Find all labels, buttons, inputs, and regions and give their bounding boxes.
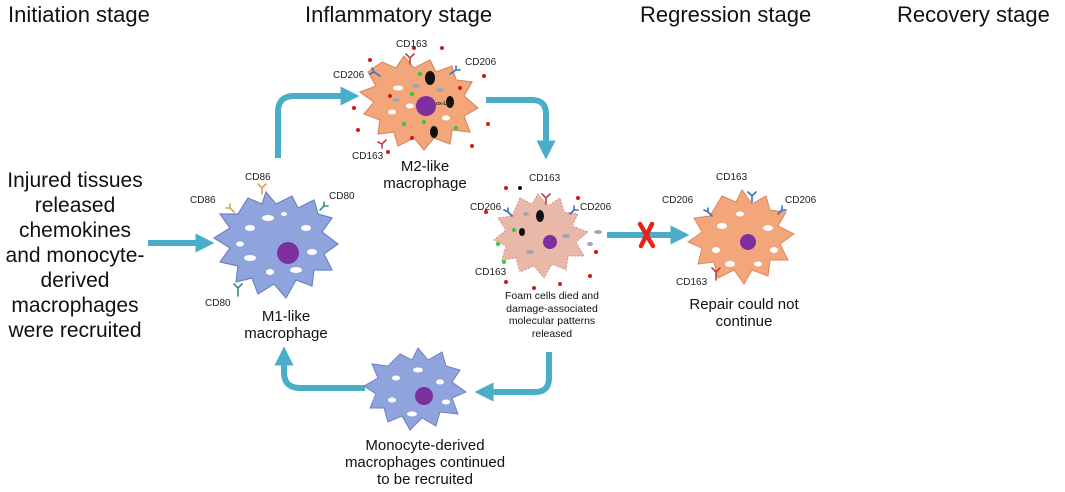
cd163-receptor-icon bbox=[377, 139, 387, 149]
cd86-receptor-icon bbox=[225, 203, 235, 213]
caption-line: Repair could not bbox=[689, 296, 799, 313]
intro-line: and monocyte- bbox=[5, 244, 145, 267]
caption-line: M2-like bbox=[400, 158, 450, 175]
nucleus bbox=[416, 96, 436, 116]
nucleus bbox=[277, 242, 299, 264]
foam-cell bbox=[484, 186, 602, 290]
foam-to-monocyte-arrow bbox=[474, 352, 552, 402]
cd163-receptor-icon bbox=[541, 193, 551, 205]
caption-line: to be recruited bbox=[377, 471, 473, 488]
m2-marker-label: CD163 bbox=[396, 39, 428, 50]
caption-line: molecular patterns bbox=[508, 315, 596, 327]
caption-line: Foam cells died and bbox=[505, 290, 599, 302]
stage-initiation-heading: Initiation stage bbox=[8, 2, 150, 27]
cd80-receptor-icon bbox=[233, 283, 243, 297]
m2-marker-label: CD206 bbox=[465, 57, 497, 68]
foam-marker-label: CD163 bbox=[529, 173, 561, 184]
m1-marker-label: CD80 bbox=[329, 191, 355, 202]
m1-macrophage-label: M1-like macrophage bbox=[216, 308, 356, 342]
monocyte-caption: Monocyte-derived macrophages continued t… bbox=[340, 437, 510, 488]
blocked-x-icon bbox=[637, 221, 656, 249]
m2-macrophage-label: M2-like macrophage bbox=[355, 158, 495, 192]
stage-regression-heading: Regression stage bbox=[640, 2, 812, 27]
stage-recovery-heading: Recovery stage bbox=[897, 2, 1050, 27]
recovery-cell-caption: Repair could not continue bbox=[664, 296, 824, 330]
cd86-receptor-icon bbox=[257, 183, 267, 195]
cd163-receptor-icon bbox=[405, 53, 415, 65]
recovery-marker-label: CD163 bbox=[716, 172, 748, 183]
foam-marker-label: CD206 bbox=[470, 202, 502, 213]
m2-marker-label: CD163 bbox=[352, 151, 384, 162]
m1-macrophage-cell bbox=[212, 190, 340, 300]
m1-marker-label: CD86 bbox=[245, 172, 271, 183]
nucleus bbox=[740, 234, 756, 250]
nucleus bbox=[543, 235, 557, 249]
caption-line: continue bbox=[715, 313, 773, 330]
cd206-receptor-icon bbox=[747, 191, 757, 203]
caption-line: macrophages continued bbox=[344, 454, 506, 471]
intro-line: derived bbox=[40, 269, 110, 292]
caption-line: Monocyte-derived bbox=[365, 437, 485, 454]
recovery-cell bbox=[686, 189, 795, 285]
caption-line: macrophage bbox=[244, 325, 328, 342]
cd206-receptor-icon bbox=[369, 67, 381, 77]
recovery-marker-label: CD206 bbox=[662, 195, 694, 206]
nucleus bbox=[415, 387, 433, 405]
stage-inflammatory-heading: Inflammatory stage bbox=[305, 2, 493, 27]
caption-line: macrophage bbox=[383, 175, 467, 192]
m2-to-foam-arrow bbox=[486, 97, 556, 160]
caption-line: M1-like bbox=[261, 308, 311, 325]
cd80-receptor-icon bbox=[319, 201, 329, 211]
cd206-receptor-icon bbox=[503, 207, 513, 217]
monocyte-to-m1-arrow bbox=[274, 346, 365, 391]
intro-line: macrophages bbox=[11, 294, 139, 317]
intro-line: chemokines bbox=[18, 219, 132, 242]
cd163-receptor-icon bbox=[711, 267, 721, 281]
recovery-marker-label: CD163 bbox=[676, 277, 708, 288]
cd206-receptor-icon bbox=[569, 205, 579, 215]
caption-line: damage-associated bbox=[506, 302, 598, 315]
intro-line: released bbox=[34, 194, 116, 217]
m2-macrophage-cell bbox=[352, 46, 490, 154]
foam-marker-label: CD206 bbox=[580, 202, 612, 213]
caption-line: released bbox=[531, 327, 573, 340]
ox-ldl-label: ox-LDL bbox=[436, 101, 454, 107]
foam-cell-caption: Foam cells died and damage-associated mo… bbox=[487, 290, 617, 340]
cd206-receptor-icon bbox=[449, 65, 461, 75]
foam-marker-label: CD163 bbox=[475, 267, 507, 278]
cd206-receptor-icon bbox=[703, 207, 713, 217]
m2-marker-label: CD206 bbox=[333, 70, 365, 81]
m1-marker-label: CD80 bbox=[205, 298, 231, 309]
m1-marker-label: CD86 bbox=[190, 195, 216, 206]
monocyte-cell bbox=[363, 347, 468, 431]
m1-to-m2-arrow bbox=[275, 86, 360, 158]
intro-line: were recruited bbox=[8, 319, 142, 342]
intro-line: Injured tissues bbox=[7, 169, 143, 192]
cd206-receptor-icon bbox=[777, 205, 787, 215]
recovery-marker-label: CD206 bbox=[785, 195, 817, 206]
initiation-description: Injured tissues released chemokines and … bbox=[0, 168, 150, 343]
